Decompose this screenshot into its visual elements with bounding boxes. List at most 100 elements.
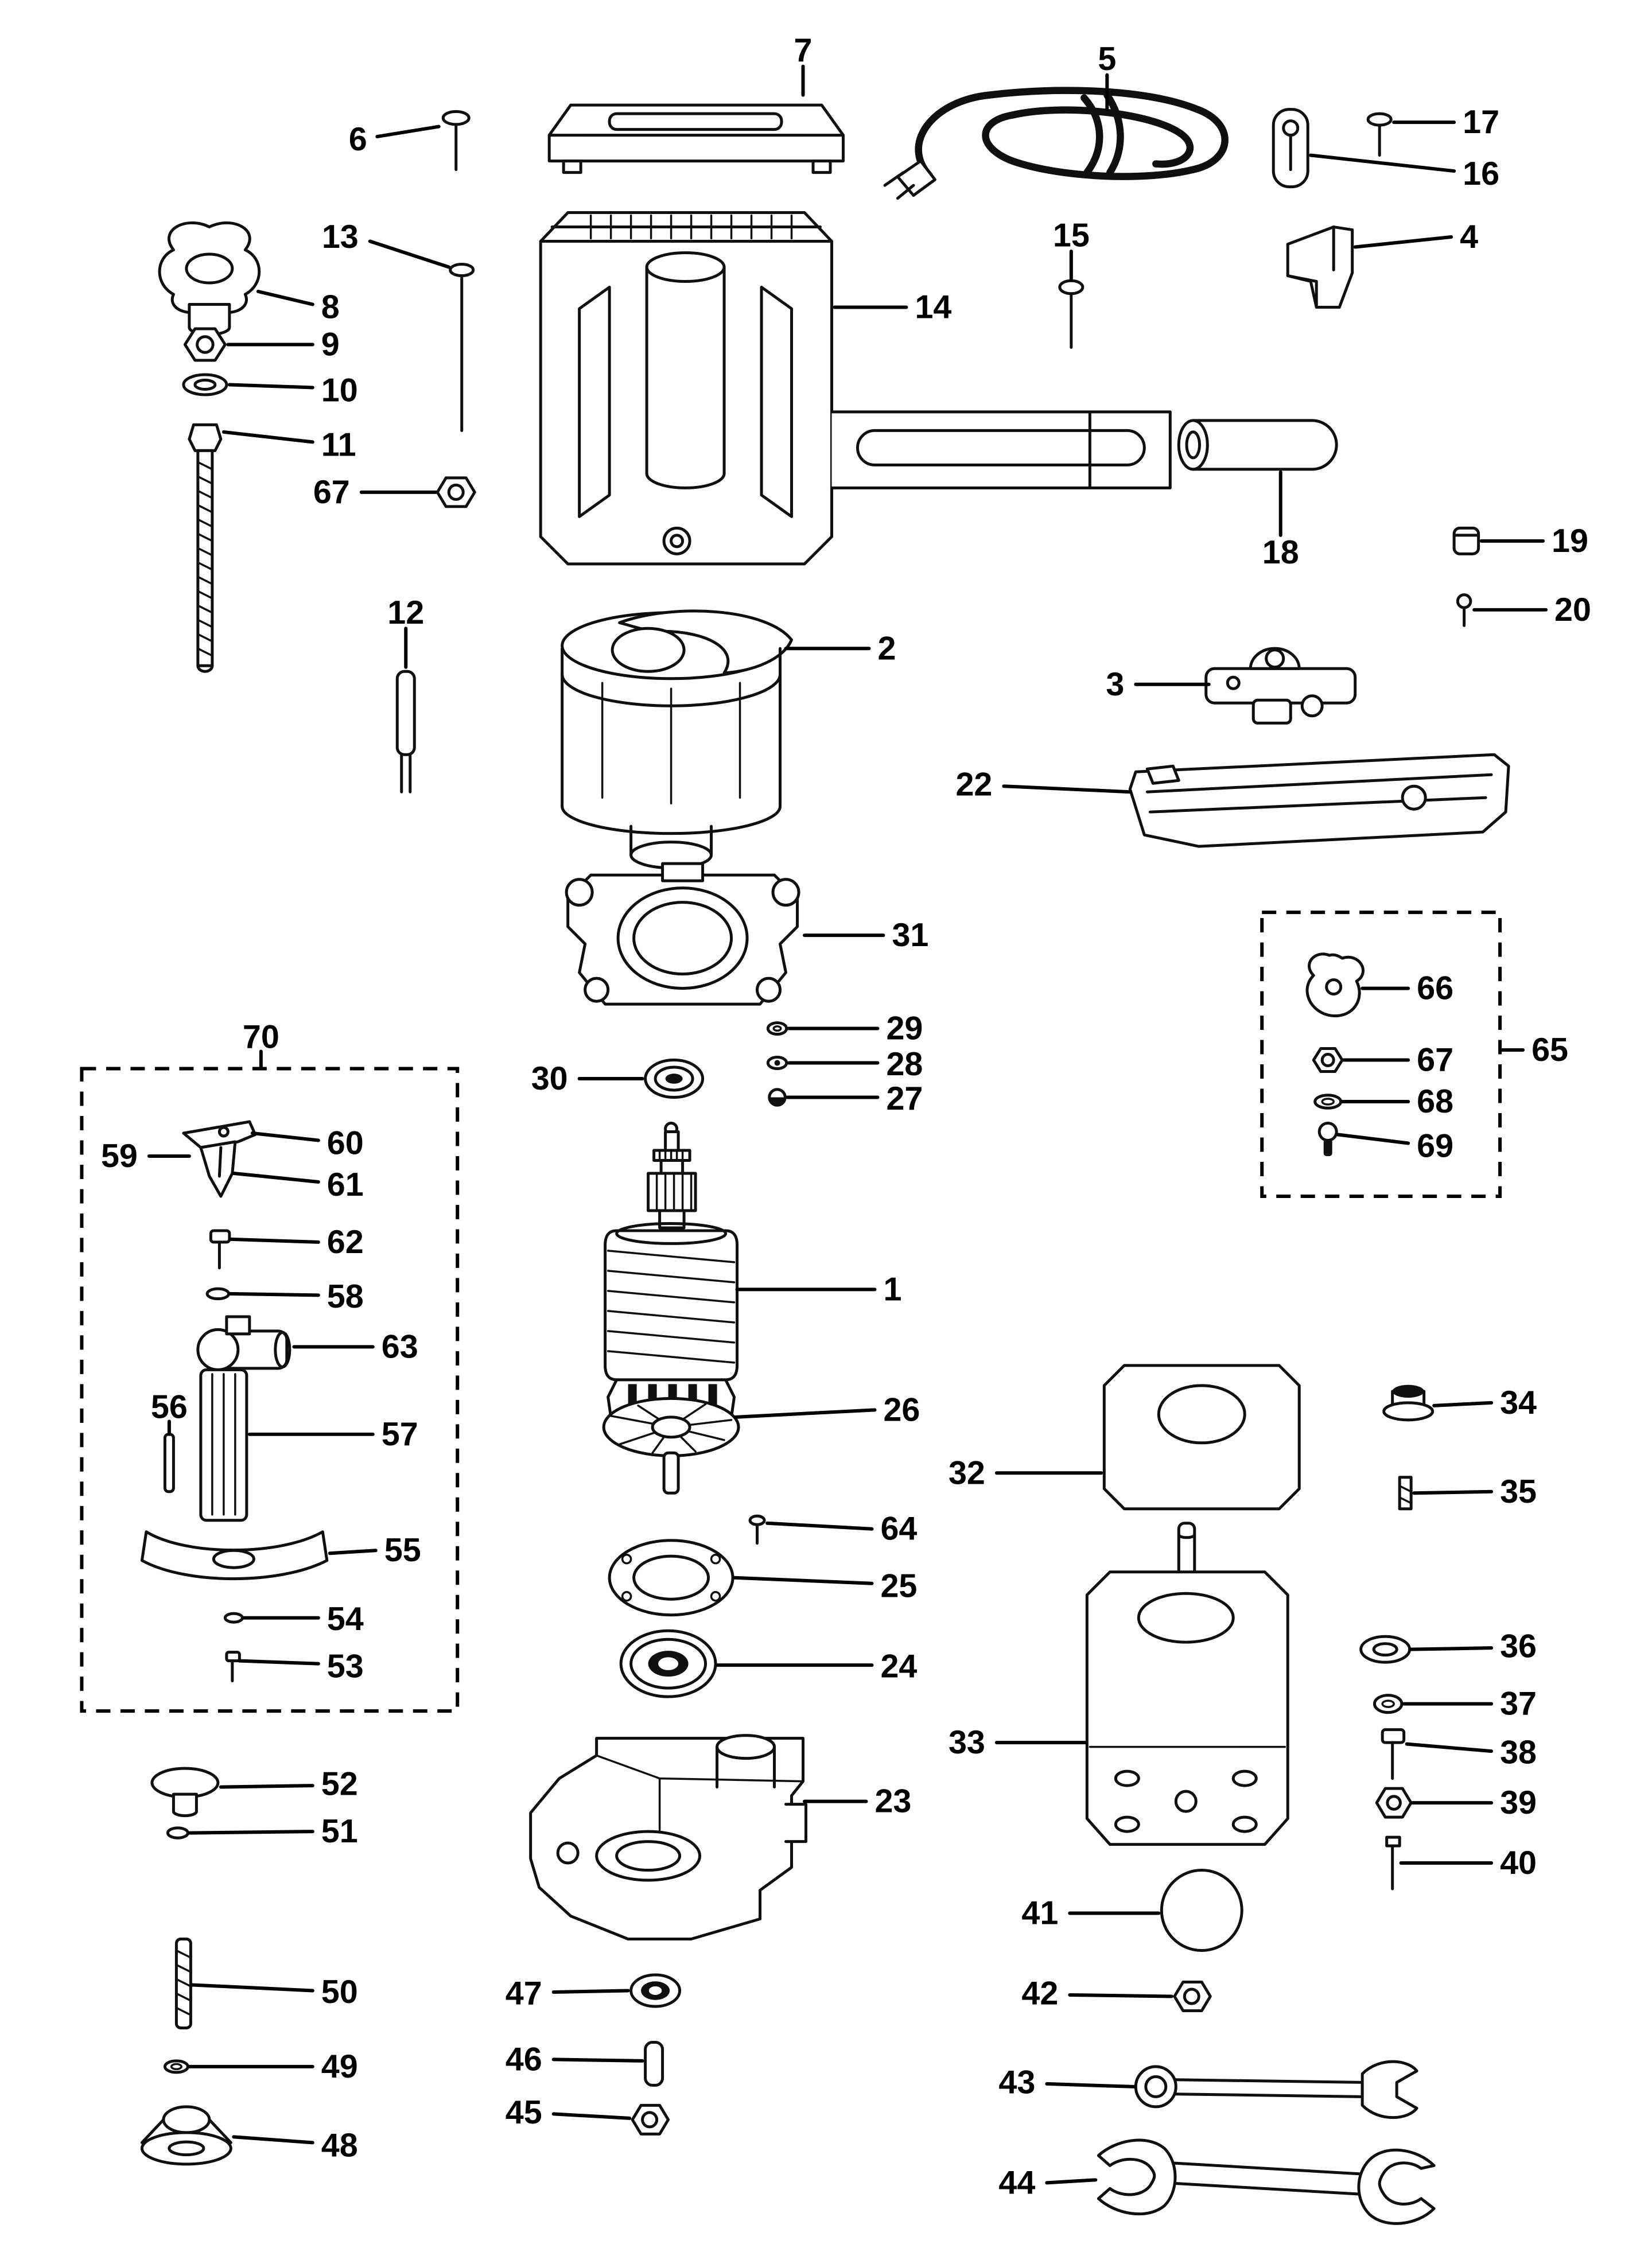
part-16-plate (1272, 108, 1309, 189)
part-17-screw (1366, 112, 1393, 157)
callout-line-4 (1353, 235, 1453, 249)
part-label-29: 29 (886, 1010, 923, 1047)
part-1-armature (604, 1122, 739, 1419)
part-label-30: 30 (531, 1060, 568, 1097)
part-label-32: 32 (949, 1454, 985, 1491)
callout-line-45 (551, 2112, 632, 2120)
callout-line-34 (1432, 1401, 1494, 1407)
group-box-70 (80, 1067, 460, 1713)
part-27-ring (768, 1088, 787, 1107)
part-42-nut (1173, 1980, 1212, 2012)
part-label-25: 25 (880, 1568, 917, 1605)
part-label-63: 63 (382, 1328, 418, 1365)
callout-line-8 (256, 290, 314, 306)
part-11-threaded-rod (188, 423, 223, 673)
part-label-53: 53 (327, 1648, 364, 1685)
part-13-long-screw (449, 263, 475, 432)
part-label-44: 44 (998, 2164, 1035, 2201)
part-label-67b: 67 (1417, 1042, 1453, 1079)
part-label-37: 37 (1500, 1686, 1537, 1722)
callout-line-51 (187, 1830, 314, 1835)
part-56-pin (163, 1433, 175, 1493)
part-10-washer (182, 373, 228, 396)
part-53-screw (225, 1651, 241, 1683)
callout-line-53 (238, 1659, 320, 1666)
part-62-screw (209, 1229, 231, 1270)
part-29-ring (766, 1021, 788, 1036)
callout-line-61 (232, 1171, 320, 1184)
part-61-body (199, 1140, 237, 1198)
part-30-bearing (644, 1059, 705, 1099)
callout-line-22 (1002, 784, 1132, 794)
part-26-fan (602, 1397, 740, 1495)
part-46-pin (644, 2040, 664, 2087)
part-label-11: 11 (321, 426, 356, 463)
callout-line-35 (1412, 1489, 1494, 1495)
part-label-18: 18 (1262, 534, 1299, 571)
group-box-65 (1260, 911, 1502, 1198)
part-label-40: 40 (1500, 1845, 1537, 1881)
part-label-17: 17 (1463, 104, 1499, 141)
part-label-69: 69 (1417, 1127, 1453, 1164)
part-32-plate (1102, 1364, 1301, 1511)
part-40-screw (1385, 1835, 1401, 1891)
part-label-20: 20 (1554, 592, 1591, 628)
part-label-36: 36 (1500, 1628, 1537, 1665)
part-label-9: 9 (321, 326, 340, 363)
callout-line-25 (732, 1576, 874, 1585)
part-39-nut (1375, 1787, 1413, 1819)
part-label-42: 42 (1021, 1975, 1058, 2012)
callout-line-69 (1336, 1133, 1410, 1145)
part-36-washer (1359, 1635, 1412, 1664)
part-label-33: 33 (949, 1724, 985, 1761)
part-label-66: 66 (1417, 970, 1453, 1007)
callout-line-50 (190, 1983, 314, 1993)
callout-line-47 (551, 1989, 630, 1994)
part-label-48: 48 (321, 2127, 358, 2164)
part-label-28: 28 (886, 1046, 923, 1083)
callout-line-60 (250, 1131, 320, 1142)
part-label-62: 62 (327, 1224, 364, 1261)
part-label-35: 35 (1500, 1473, 1537, 1510)
part-50-threaded-rod (174, 1938, 192, 2029)
part-label-22: 22 (955, 767, 992, 803)
part-label-50: 50 (321, 1974, 358, 2010)
part-60-plate (182, 1120, 257, 1149)
part-label-6: 6 (349, 121, 367, 158)
part-label-26: 26 (883, 1391, 920, 1428)
part-label-68: 68 (1417, 1083, 1453, 1120)
part-label-55: 55 (384, 1532, 421, 1569)
callout-line-52 (219, 1784, 314, 1789)
part-label-15: 15 (1053, 217, 1090, 254)
part-label-41: 41 (1021, 1895, 1058, 1932)
part-45-nut (631, 2103, 670, 2136)
part-8-star-knob (158, 221, 261, 336)
part-35-pin (1398, 1476, 1413, 1511)
part-19-cap (1452, 526, 1480, 555)
callout-line-43 (1045, 2082, 1136, 2088)
part-54-washer (223, 1612, 244, 1624)
part-43-wrench (1134, 2060, 1418, 2119)
part-33-housing-block (1085, 1522, 1289, 1846)
part-label-1: 1 (883, 1271, 901, 1308)
part-15-screw (1058, 279, 1085, 349)
part-49-washer (163, 2059, 189, 2074)
callout-line-58 (227, 1292, 320, 1297)
part-3-bracket (1204, 647, 1357, 725)
part-label-54: 54 (327, 1601, 364, 1638)
part-label-10: 10 (321, 372, 358, 409)
part-38-screw (1381, 1728, 1406, 1780)
part-51-washer (166, 1826, 189, 1839)
part-48-base-knob (140, 2105, 232, 2166)
part-5-power-cord (883, 87, 1229, 200)
callout-line-6 (375, 125, 441, 139)
part-58-washer (205, 1287, 231, 1301)
part-label-12: 12 (387, 594, 424, 631)
part-68-washer (1313, 1094, 1343, 1110)
callout-line-46 (551, 2057, 644, 2063)
part-34-bushing (1382, 1384, 1435, 1422)
part-66-wing-piece (1305, 952, 1365, 1017)
